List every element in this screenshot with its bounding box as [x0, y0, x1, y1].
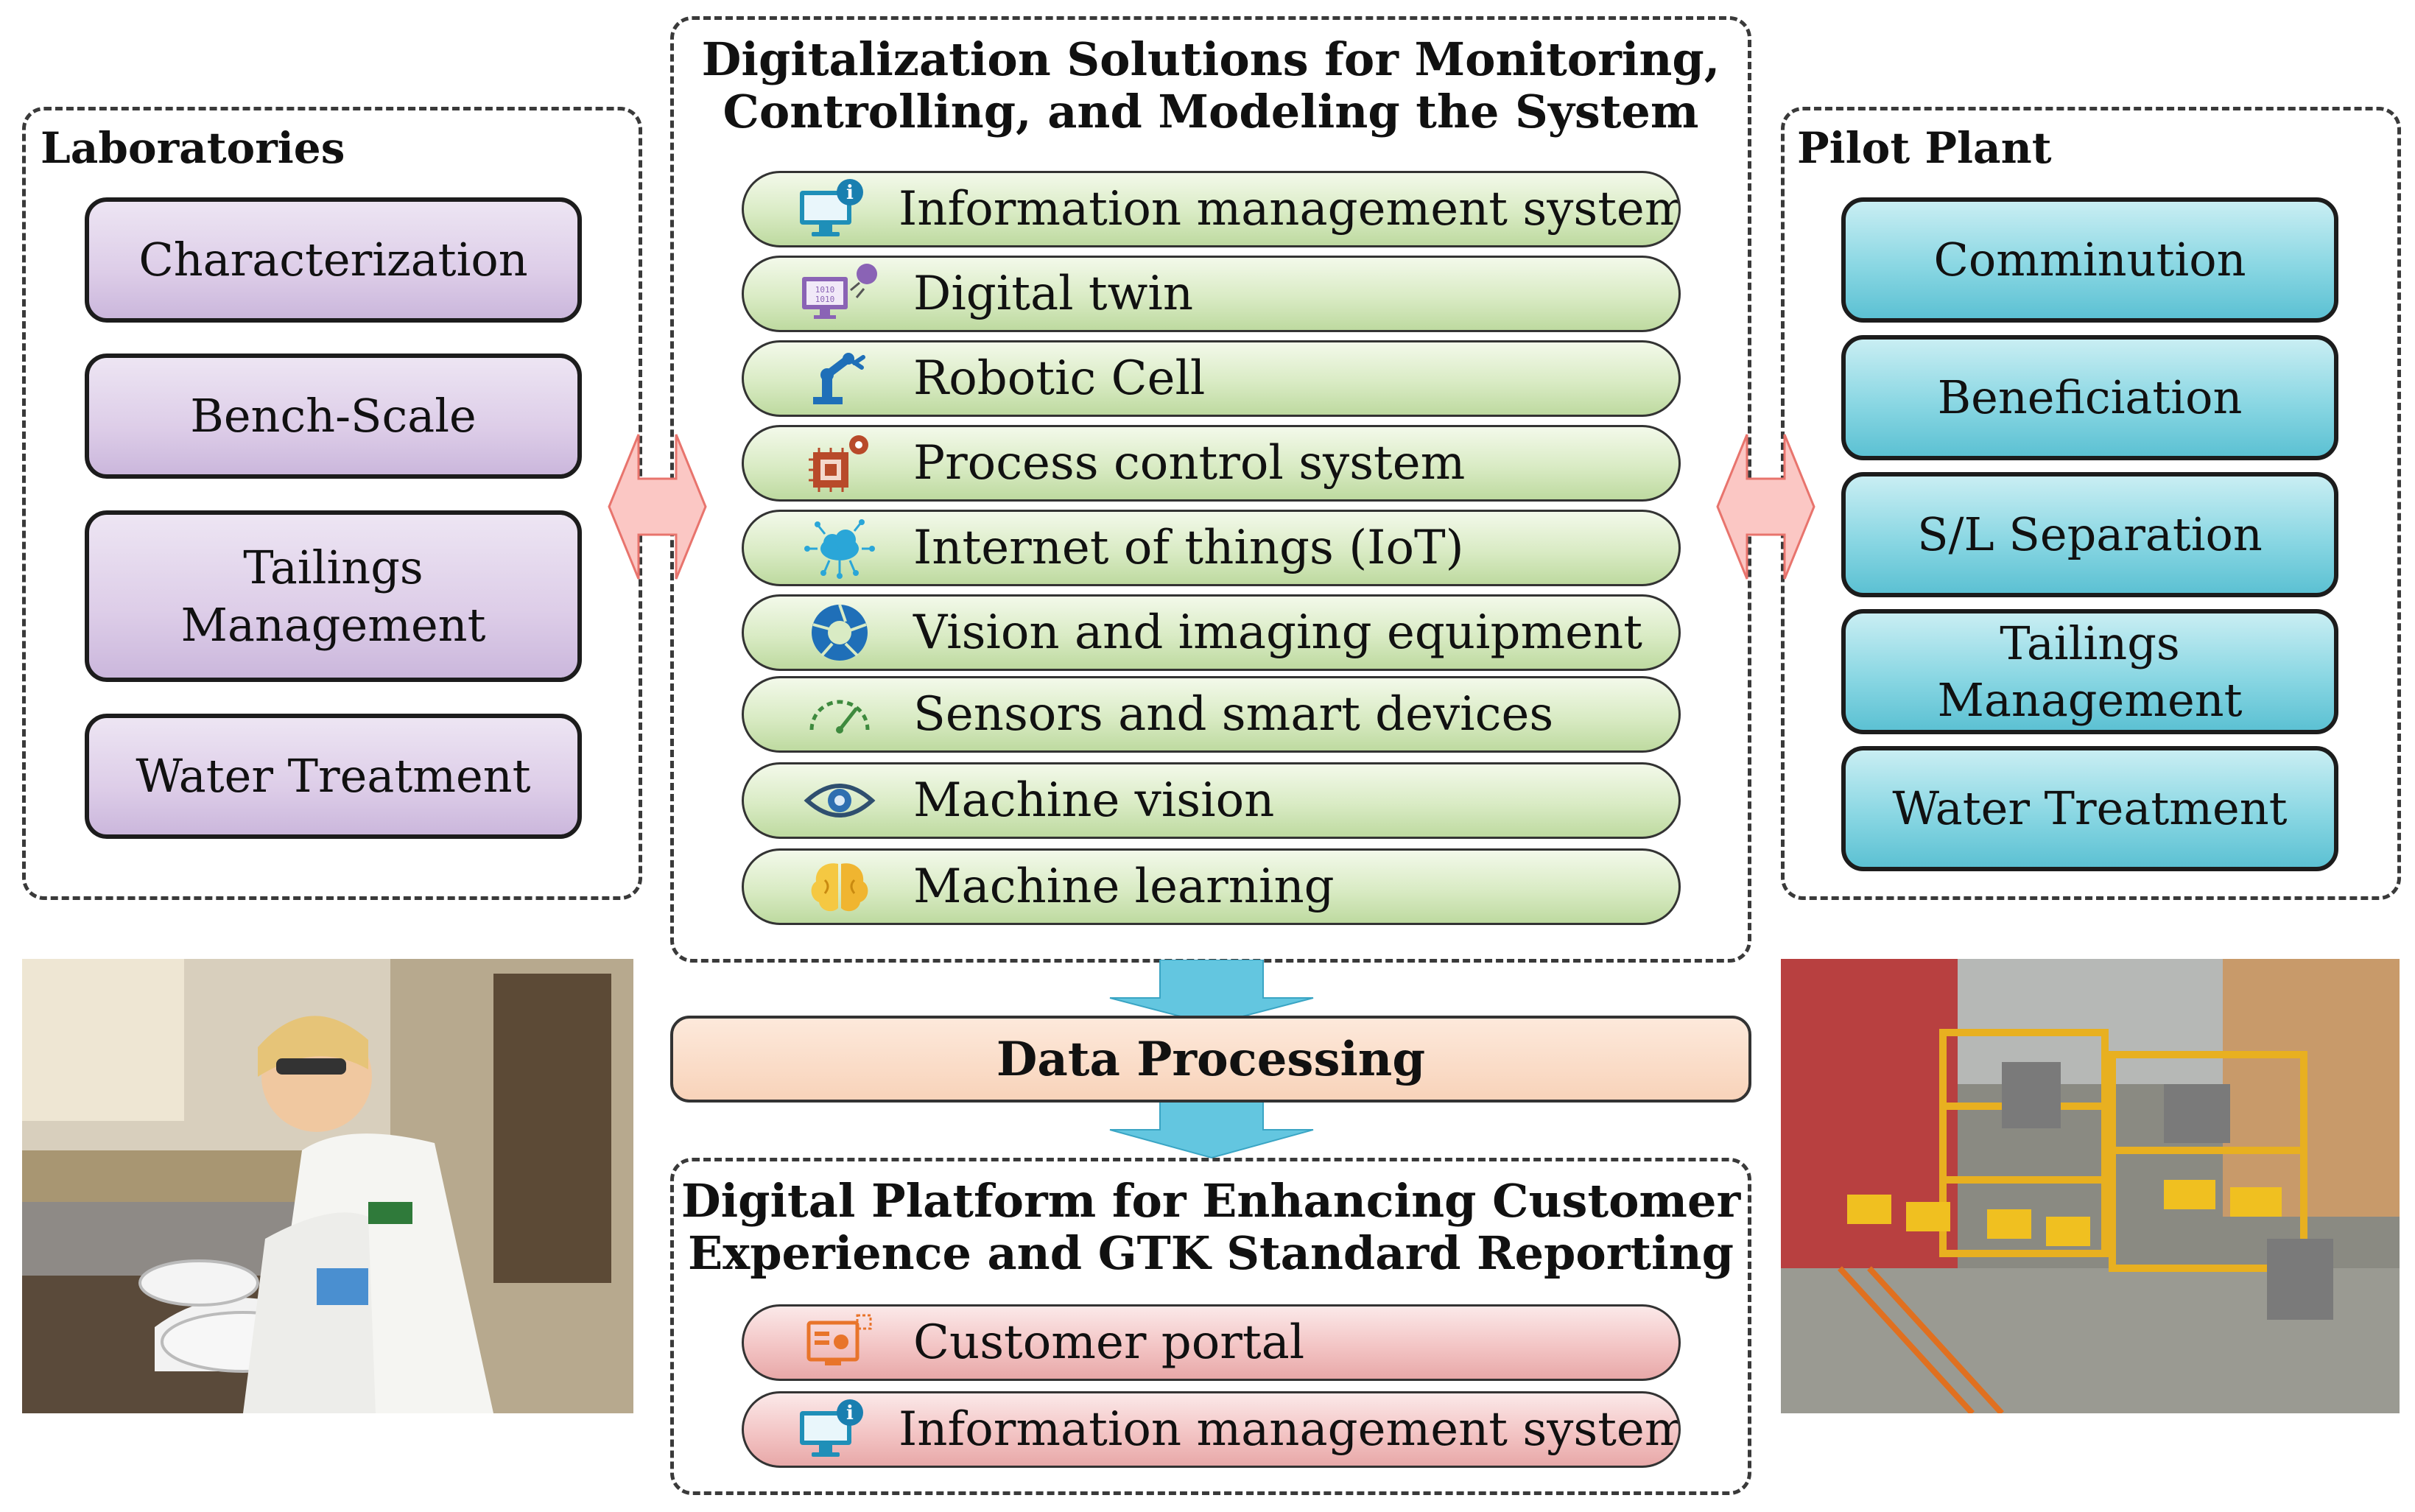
svg-text:1010: 1010 [815, 295, 835, 304]
platform-item-label: Customer portal [913, 1315, 1305, 1370]
solution-item-robotic-cell: Robotic Cell [742, 340, 1681, 417]
pilot-water-treatment-box: Water Treatment [1841, 746, 2338, 871]
lab-characterization-box: Characterization [85, 197, 582, 323]
solution-item-sensors: Sensors and smart devices [742, 676, 1681, 753]
solution-item-label: Information management system [899, 182, 1681, 236]
monitor-info-icon: i [795, 1393, 869, 1466]
digital-platform-title: Digital Platform for Enhancing Customer … [681, 1174, 1741, 1281]
lab-bench-scale-box: Bench-Scale [85, 354, 582, 479]
platform-item-label: Information management system [899, 1402, 1681, 1457]
solution-item-machine-vision: Machine vision [742, 762, 1681, 839]
lab-digital-double-arrow [608, 434, 707, 580]
chip-gear-icon [795, 427, 884, 499]
svg-text:i: i [846, 1402, 854, 1424]
lab-tailings-management-box: Tailings Management [85, 510, 582, 682]
solution-item-label: Digital twin [913, 267, 1194, 321]
monitor-info-icon: i [795, 173, 869, 245]
down-arrow-to-platform [1109, 1100, 1314, 1159]
solution-item-label: Internet of things (IoT) [913, 521, 1464, 575]
lab-water-treatment-box: Water Treatment [85, 714, 582, 839]
solution-item-information-management: i Information management system [742, 171, 1681, 247]
digital-platform-panel [670, 1158, 1751, 1495]
solution-item-iot: Internet of things (IoT) [742, 510, 1681, 586]
solution-item-machine-learning: Machine learning [742, 848, 1681, 925]
svg-text:1010: 1010 [815, 285, 835, 295]
solution-item-process-control: Process control system [742, 425, 1681, 502]
laboratories-title: Laboratories [41, 123, 345, 173]
digital-twin-icon: 1010 1010 [795, 258, 884, 330]
gauge-icon [795, 678, 884, 750]
iot-cloud-icon [795, 512, 884, 584]
solution-item-vision-imaging: Vision and imaging equipment [742, 594, 1681, 671]
data-processing-box: Data Processing [670, 1016, 1751, 1103]
down-arrow-to-data-processing [1109, 960, 1314, 1026]
camera-aperture-icon [795, 597, 884, 669]
solution-item-label: Process control system [913, 436, 1466, 490]
solution-item-digital-twin: 1010 1010 Digital twin [742, 256, 1681, 332]
robot-arm-icon [795, 342, 884, 415]
pilot-tailings-management-box: Tailings Management [1841, 609, 2338, 734]
portal-icon [795, 1307, 884, 1379]
pilot-comminution-box: Comminution [1841, 197, 2338, 323]
pilot-plant-title: Pilot Plant [1797, 123, 2052, 173]
brain-icon [795, 851, 884, 923]
digital-pilot-double-arrow [1716, 434, 1815, 580]
pilot-beneficiation-box: Beneficiation [1841, 335, 2338, 460]
solution-item-label: Machine vision [913, 773, 1275, 828]
digitalization-title: Digitalization Solutions for Monitoring,… [701, 32, 1720, 139]
eye-icon [795, 764, 884, 837]
laboratory-photo [22, 959, 633, 1413]
solution-item-label: Machine learning [913, 859, 1335, 914]
platform-item-customer-portal: Customer portal [742, 1304, 1681, 1381]
solution-item-label: Sensors and smart devices [913, 687, 1554, 742]
solution-item-label: Vision and imaging equipment [913, 605, 1642, 660]
svg-text:i: i [846, 182, 854, 204]
solution-item-label: Robotic Cell [913, 351, 1206, 406]
pilot-sl-separation-box: S/L Separation [1841, 472, 2338, 597]
pilot-plant-photo [1781, 959, 2400, 1413]
platform-item-information-management: i Information management system [742, 1391, 1681, 1468]
